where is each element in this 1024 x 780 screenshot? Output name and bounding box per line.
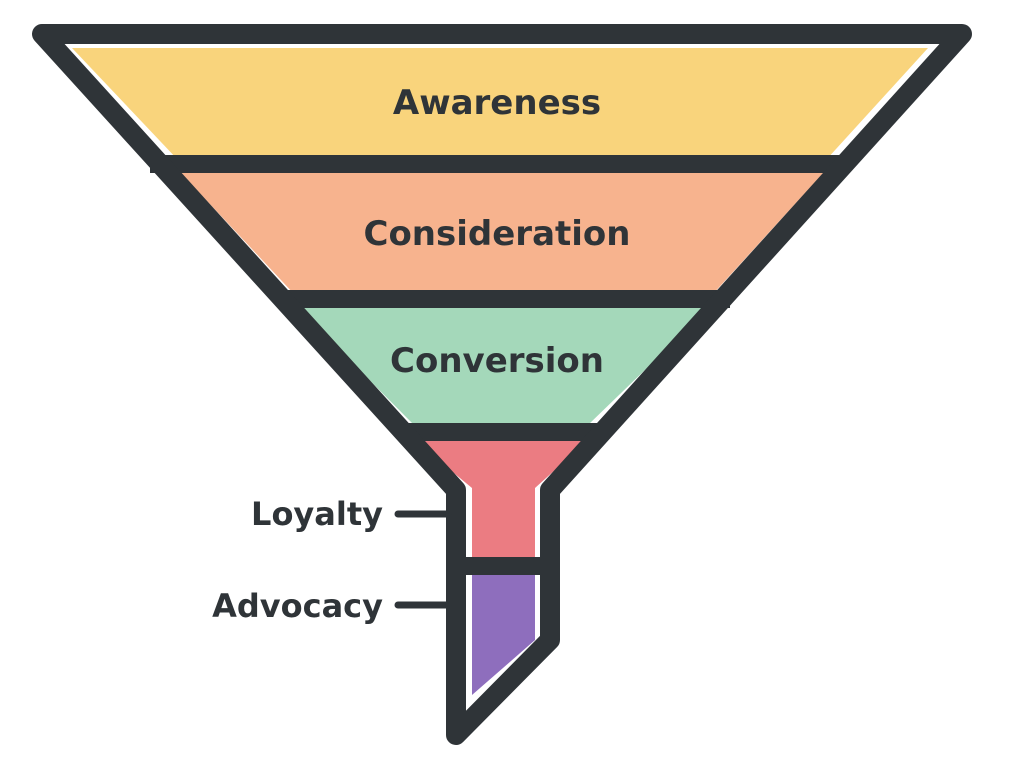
conversion-band <box>295 305 712 425</box>
loyalty-label: Loyalty <box>251 495 383 533</box>
funnel-outline <box>32 24 972 745</box>
awareness-label: Awareness <box>393 83 601 123</box>
consideration-band <box>178 170 826 295</box>
awareness-band <box>72 48 928 160</box>
separator-bar <box>150 155 850 173</box>
loyalty-band <box>414 440 588 557</box>
separator-bar <box>280 290 730 308</box>
separator-bar <box>400 423 600 441</box>
separator-bar <box>465 557 545 575</box>
advocacy-band <box>472 575 535 695</box>
advocacy-label: Advocacy <box>212 587 383 625</box>
consideration-label: Consideration <box>364 214 631 254</box>
conversion-label: Conversion <box>390 341 604 381</box>
